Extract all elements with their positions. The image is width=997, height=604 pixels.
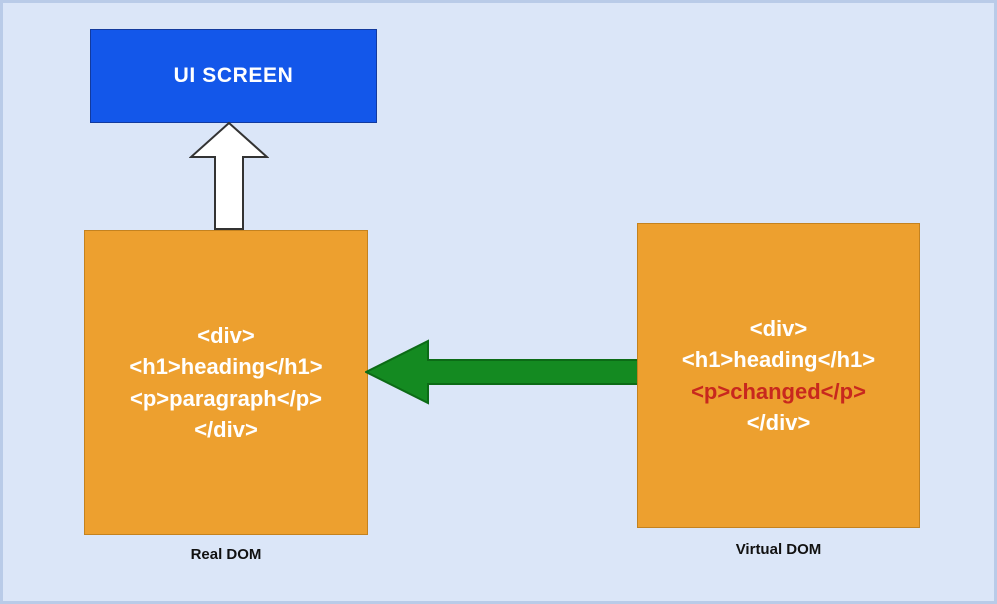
virtual-dom-caption: Virtual DOM: [735, 541, 822, 558]
real-dom-caption: Real DOM: [190, 546, 262, 563]
code-line: </div>: [746, 409, 811, 435]
code-line: <p>paragraph</p>: [130, 385, 322, 411]
virtual-dom-box[interactable]: <div> <h1>heading</h1> <p>changed</p> </…: [637, 223, 920, 528]
code-line: <h1>heading</h1>: [129, 354, 323, 380]
virtual-dom-code: <div> <h1>heading</h1> <p>changed</p> </…: [682, 313, 875, 438]
code-line: <div>: [749, 316, 808, 342]
ui-screen-box[interactable]: UI SCREEN: [90, 29, 377, 123]
arrow-left-icon: [365, 339, 640, 405]
real-dom-code: <div> <h1>heading</h1> <p>paragraph</p> …: [129, 320, 322, 445]
arrow-up-icon: [189, 121, 269, 230]
code-line-changed: <p>changed</p>: [691, 378, 866, 404]
ui-screen-label: UI SCREEN: [173, 64, 294, 87]
real-dom-box[interactable]: <div> <h1>heading</h1> <p>paragraph</p> …: [84, 230, 368, 535]
code-line: <h1>heading</h1>: [681, 347, 876, 373]
diff-arrow-left: [365, 338, 640, 406]
render-arrow-up: [189, 121, 269, 231]
code-line: </div>: [194, 416, 258, 442]
code-line: <div>: [197, 323, 255, 349]
